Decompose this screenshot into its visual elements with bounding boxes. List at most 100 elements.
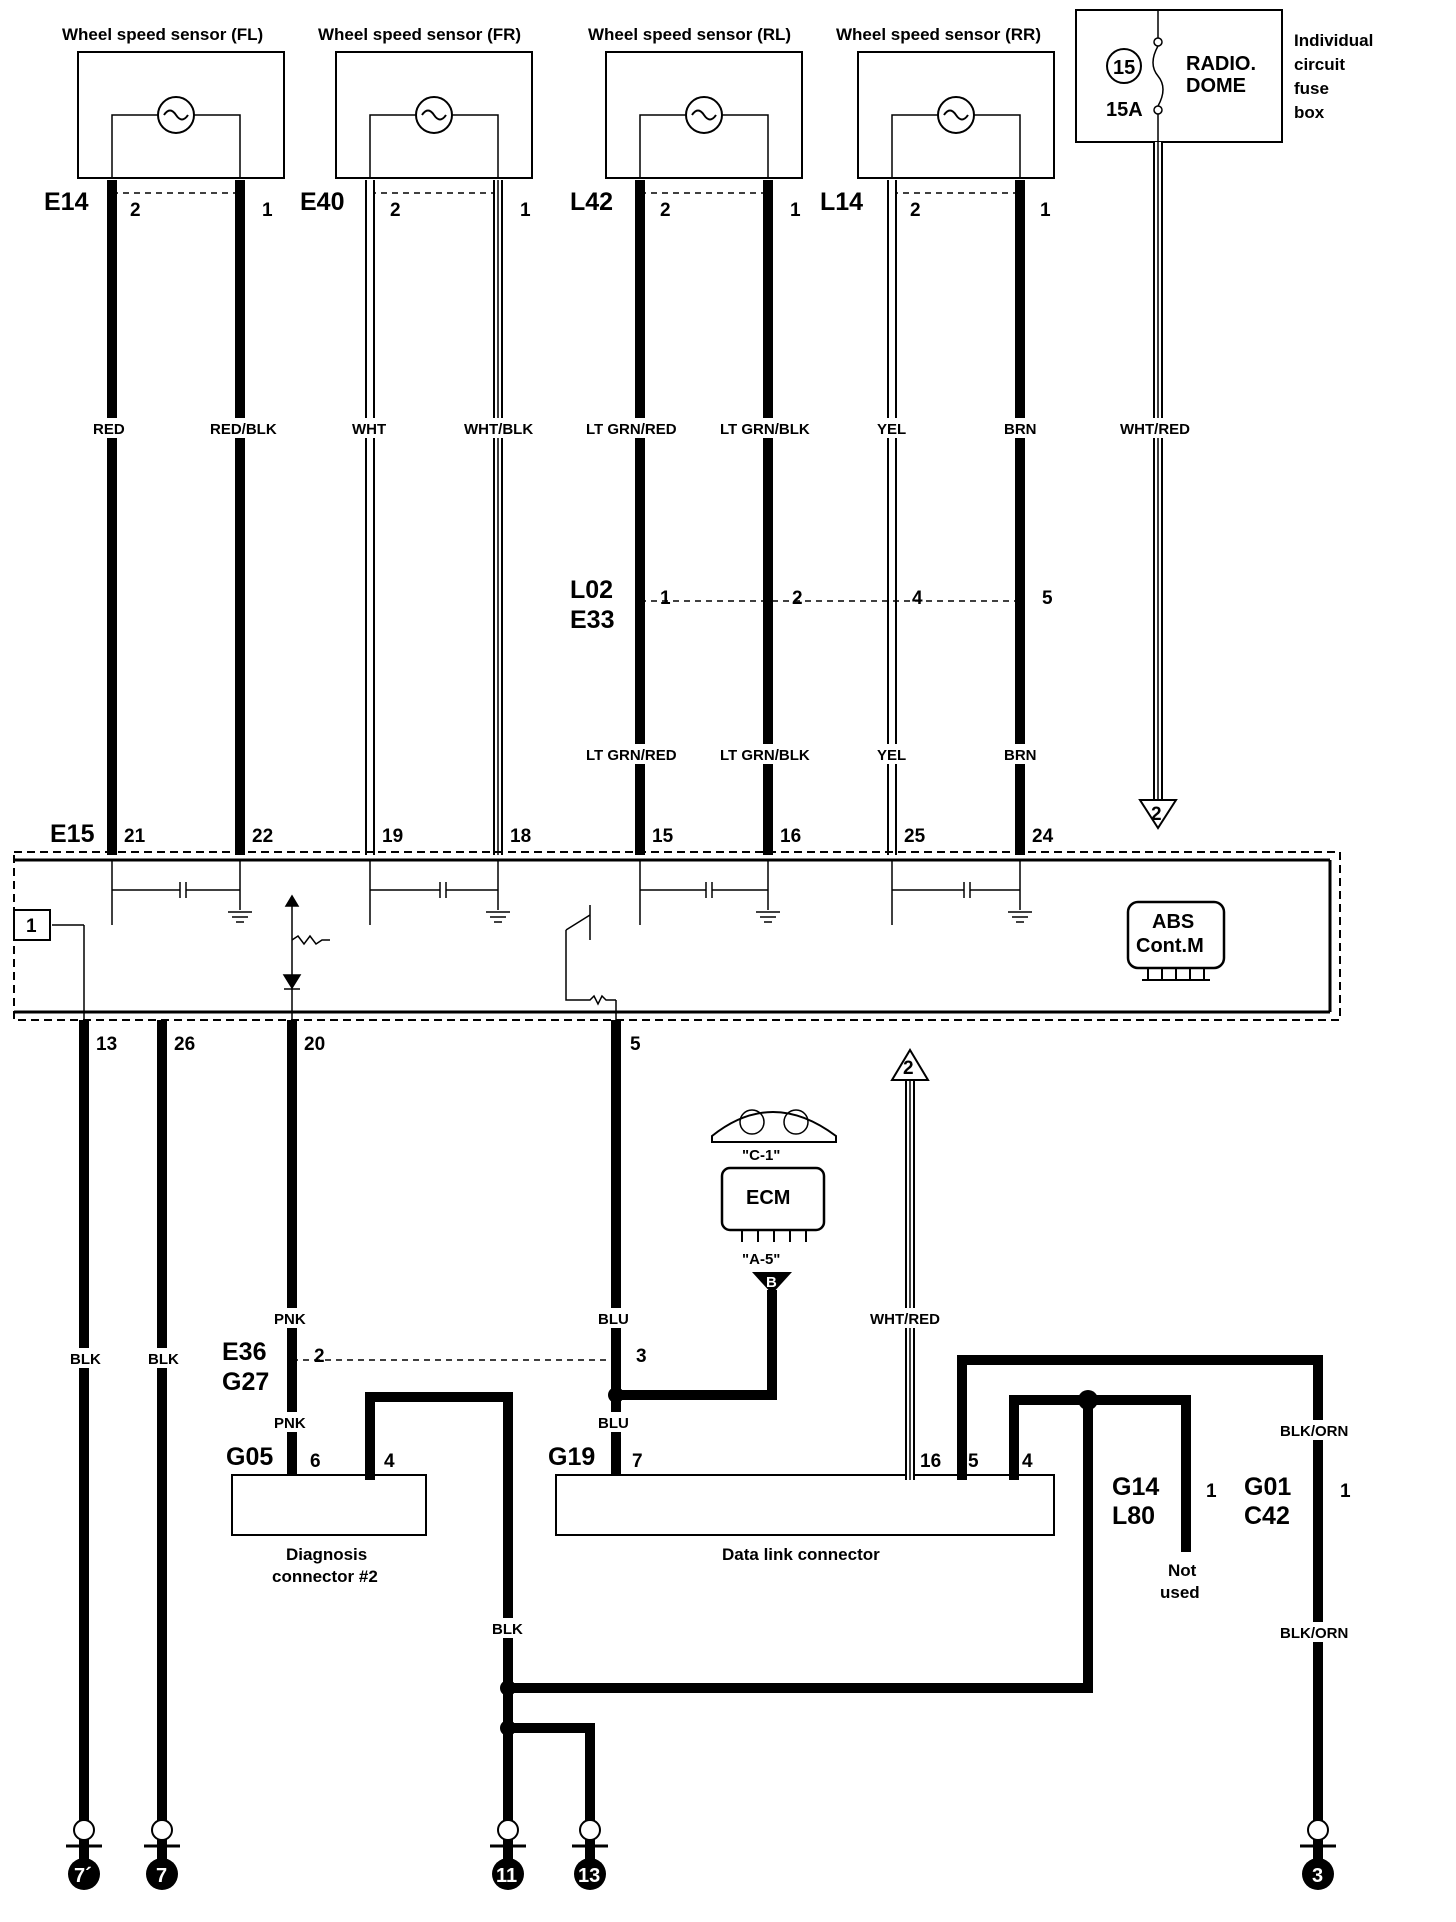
conn-e33: E33 xyxy=(570,606,614,634)
fuse-element-icon xyxy=(1152,45,1164,107)
conn-l80: L80 xyxy=(1112,1502,1155,1530)
svg-text:5: 5 xyxy=(1042,588,1053,609)
svg-text:ABS: ABS xyxy=(1152,911,1194,933)
svg-text:1: 1 xyxy=(1206,1481,1217,1502)
svg-text:7: 7 xyxy=(156,1865,167,1887)
svg-text:PNK: PNK xyxy=(274,1311,306,1328)
svg-text:LT GRN/RED: LT GRN/RED xyxy=(586,747,677,764)
ground-13-icon xyxy=(574,1858,606,1890)
svg-text:BLK: BLK xyxy=(492,1621,523,1638)
svg-text:2: 2 xyxy=(390,200,401,221)
svg-text:2: 2 xyxy=(1151,804,1162,825)
svg-text:Not: Not xyxy=(1168,1561,1197,1580)
svg-text:box: box xyxy=(1294,103,1325,122)
svg-text:25: 25 xyxy=(904,826,926,847)
svg-text:21: 21 xyxy=(124,826,146,847)
ground-7-icon xyxy=(146,1858,178,1890)
svg-text:13: 13 xyxy=(578,1865,600,1887)
svg-text:PNK: PNK xyxy=(274,1415,306,1432)
ecm-junction-b-icon xyxy=(752,1272,792,1294)
svg-text:WHT: WHT xyxy=(352,421,386,438)
conn-e40: E40 xyxy=(300,188,344,216)
svg-text:YEL: YEL xyxy=(877,747,906,764)
svg-text:WHT/BLK: WHT/BLK xyxy=(464,421,533,438)
svg-text:circuit: circuit xyxy=(1294,55,1345,74)
svg-text:19: 19 xyxy=(382,826,403,847)
svg-text:11: 11 xyxy=(496,1865,517,1887)
svg-text:6: 6 xyxy=(310,1451,321,1472)
svg-text:BLK/ORN: BLK/ORN xyxy=(1280,1423,1348,1440)
ground-7-prime: 7´ xyxy=(66,1819,102,1890)
svg-text:LT GRN/BLK: LT GRN/BLK xyxy=(720,747,810,764)
svg-text:Diagnosis: Diagnosis xyxy=(286,1545,367,1564)
svg-text:15: 15 xyxy=(1113,57,1135,79)
svg-text:22: 22 xyxy=(252,826,273,847)
svg-text:16: 16 xyxy=(920,1451,941,1472)
conn-g27: G27 xyxy=(222,1368,269,1396)
conn-l42: L42 xyxy=(570,188,613,216)
svg-text:1: 1 xyxy=(660,588,671,609)
svg-text:RED/BLK: RED/BLK xyxy=(210,421,277,438)
ref-arrow-2-up: 2 xyxy=(890,1048,930,1081)
conn-e14: E14 xyxy=(44,188,89,216)
svg-text:4: 4 xyxy=(1022,1451,1033,1472)
svg-text:RADIO.: RADIO. xyxy=(1186,53,1256,75)
sensor-rl-label: Wheel speed sensor (RL) xyxy=(588,25,791,44)
svg-text:2: 2 xyxy=(792,588,803,609)
svg-text:3: 3 xyxy=(636,1346,647,1367)
svg-text:2: 2 xyxy=(910,200,921,221)
svg-text:1: 1 xyxy=(262,200,273,221)
conn-c42: C42 xyxy=(1244,1502,1290,1530)
svg-text:24: 24 xyxy=(1032,826,1054,847)
fuse-box: 15 15A RADIO. DOME Individual circuit fu… xyxy=(1075,9,1373,143)
svg-text:2: 2 xyxy=(314,1346,325,1367)
svg-text:YEL: YEL xyxy=(877,421,906,438)
ref-box-1 xyxy=(13,909,51,941)
conn-g19: G19 xyxy=(548,1443,595,1471)
svg-text:used: used xyxy=(1160,1583,1200,1602)
ground-11: 11 xyxy=(490,1819,526,1890)
ground-3-icon xyxy=(1302,1858,1334,1890)
ground-7: 7 xyxy=(144,1819,180,1890)
svg-text:BLK: BLK xyxy=(148,1351,179,1368)
sensor-fl-label: Wheel speed sensor (FL) xyxy=(62,25,263,44)
svg-text:7: 7 xyxy=(632,1451,643,1472)
svg-text:2: 2 xyxy=(903,1058,914,1079)
ground-13: 13 xyxy=(572,1819,608,1890)
conn-l02: L02 xyxy=(570,576,613,604)
conn-g01: G01 xyxy=(1244,1473,1291,1501)
svg-text:1: 1 xyxy=(1040,200,1051,221)
svg-text:RED: RED xyxy=(93,421,125,438)
svg-text:DOME: DOME xyxy=(1186,75,1246,97)
svg-text:LT GRN/RED: LT GRN/RED xyxy=(586,421,677,438)
svg-text:ECM: ECM xyxy=(746,1187,790,1209)
svg-text:18: 18 xyxy=(510,826,531,847)
conn-e15: E15 xyxy=(50,820,95,848)
svg-text:20: 20 xyxy=(304,1034,325,1055)
svg-text:26: 26 xyxy=(174,1034,195,1055)
ecm-ref-a: "A-5" xyxy=(742,1251,780,1268)
svg-text:3: 3 xyxy=(1312,1865,1323,1887)
fuse-box-frame xyxy=(1075,9,1283,143)
svg-text:Data link connector: Data link connector xyxy=(722,1545,880,1564)
sensor-rr-label: Wheel speed sensor (RR) xyxy=(836,25,1041,44)
svg-text:1: 1 xyxy=(26,916,37,937)
svg-text:BLU: BLU xyxy=(598,1415,629,1432)
ground-11-icon xyxy=(492,1858,524,1890)
svg-text:connector #2: connector #2 xyxy=(272,1567,378,1586)
svg-text:BLK: BLK xyxy=(70,1351,101,1368)
sensor-rr: Wheel speed sensor (RR) xyxy=(836,25,1055,179)
svg-text:2: 2 xyxy=(130,200,141,221)
fuse-number-icon xyxy=(1106,48,1142,84)
svg-text:4: 4 xyxy=(912,588,923,609)
ecm-ref-c: "C-1" xyxy=(742,1147,780,1164)
svg-text:LT GRN/BLK: LT GRN/BLK xyxy=(720,421,810,438)
svg-text:15: 15 xyxy=(652,826,674,847)
conn-e36: E36 xyxy=(222,1338,266,1366)
conn-l14: L14 xyxy=(820,188,863,216)
svg-text:Cont.M: Cont.M xyxy=(1136,935,1204,957)
abs-control-module: E15 21 22 19 18 15 16 25 24 xyxy=(13,820,1341,1055)
sensor-rl: Wheel speed sensor (RL) xyxy=(588,25,803,179)
svg-text:1: 1 xyxy=(790,200,801,221)
svg-text:4: 4 xyxy=(384,1451,395,1472)
